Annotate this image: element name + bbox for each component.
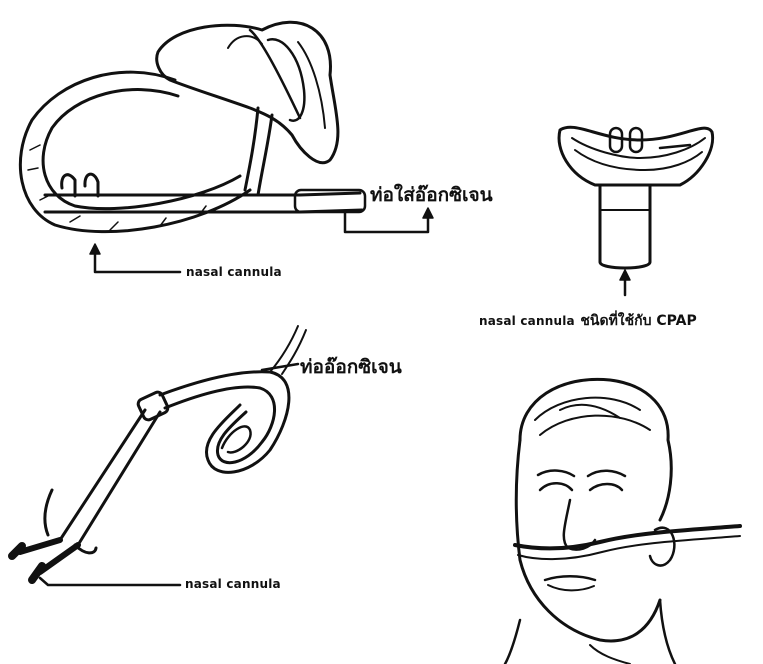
- nasal-cannula-bottom-label: nasal cannula: [185, 577, 281, 591]
- oxygen-tube-bottom-pointer: [262, 364, 298, 370]
- cpap-caption: nasal cannula ชนิดที่ใช้กับ CPAP: [479, 310, 697, 332]
- cpap-cannula-drawing: [559, 127, 713, 295]
- cpap-caption-th: ชนิดที่ใช้กับ CPAP: [580, 313, 696, 329]
- coiled-oxygen-tube-drawing: [12, 326, 306, 580]
- nasal-cannula-loop-drawing: [20, 22, 365, 231]
- nasal-cannula-top-pointer: [90, 244, 180, 272]
- nasal-cannula-top-label: nasal cannula: [186, 265, 282, 279]
- oxygen-tube-bottom-label: ท่ออ๊อกซิเจน: [300, 352, 402, 382]
- oxygen-tube-top-label: ท่อใส่อ๊อกซิเจน: [370, 180, 493, 210]
- cpap-caption-en: nasal cannula: [479, 314, 575, 328]
- patient-face-drawing: [505, 379, 740, 664]
- nasal-cannula-bottom-pointer: [40, 578, 180, 585]
